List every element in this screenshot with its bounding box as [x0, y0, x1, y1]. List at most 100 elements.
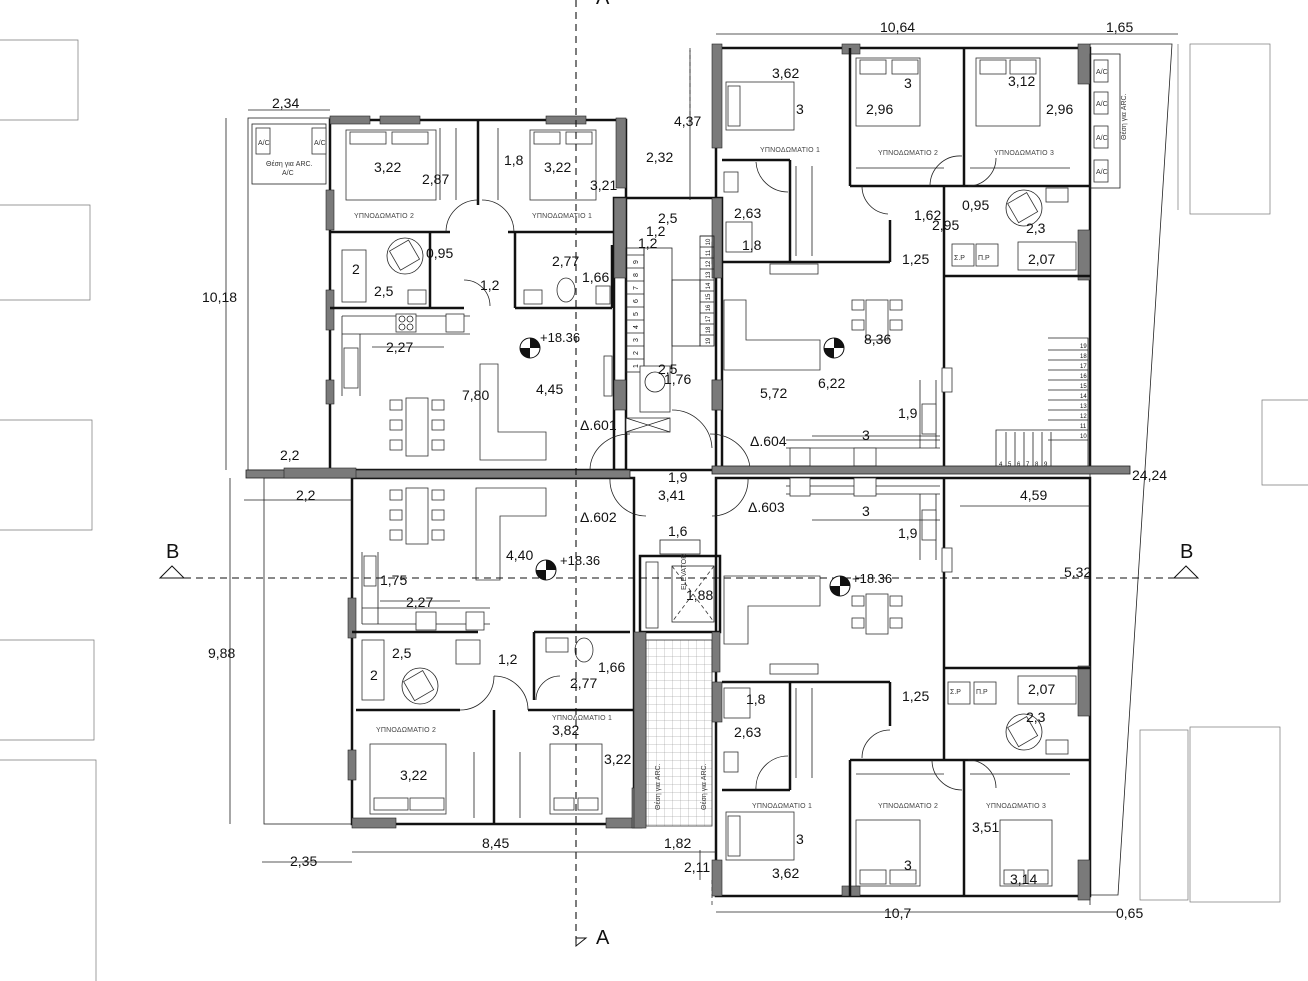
- dimension: 3: [796, 831, 804, 847]
- dimension: 1,9: [898, 405, 918, 421]
- dimension: 2,2: [296, 487, 316, 503]
- stair-step-number: 1: [633, 364, 640, 368]
- dimension: 2,5: [374, 283, 394, 299]
- dimension: 4,45: [536, 381, 563, 397]
- sr-label: Σ.Ρ: [950, 689, 961, 696]
- arc-place-label: Θέση για ARC.: [654, 763, 662, 810]
- dimension: 2,3: [1026, 709, 1046, 725]
- dimension: 2,77: [570, 675, 597, 691]
- stair-step-number: 5: [633, 312, 640, 316]
- dimension: 3,22: [604, 751, 631, 767]
- dimension: 0,95: [426, 245, 453, 261]
- dimension: 4,40: [506, 547, 533, 563]
- apartment-604: [711, 43, 1121, 472]
- stair-step-number: 11: [706, 249, 712, 256]
- dimension: 2,95: [932, 217, 959, 233]
- dimension: 4,37: [674, 113, 701, 129]
- dimension: 2,11: [684, 859, 710, 875]
- ac-label: A/C: [1096, 135, 1108, 142]
- apt-601-label: Δ.601: [580, 417, 617, 433]
- arc-place-label: Θέση για ARC.: [1120, 93, 1128, 140]
- apt-602-label: Δ.602: [580, 509, 617, 525]
- room-label: ΥΠΝΟΔΩΜΑΤΙΟ 3: [994, 150, 1054, 157]
- ac-label: A/C: [1096, 101, 1108, 108]
- dimension: 24,24: [1132, 467, 1167, 483]
- dimension: 2,87: [422, 171, 449, 187]
- stair-step-number: 19: [1080, 344, 1087, 350]
- dimension: 1,9: [898, 525, 918, 541]
- level-marker-nw: [519, 337, 541, 359]
- floor-slab-divider: [245, 469, 631, 479]
- room-label: ΥΠΝΟΔΩΜΑΤΙΟ 1: [752, 803, 812, 810]
- stair-step-number: 18: [706, 326, 712, 333]
- stair-step-number: 14: [1080, 394, 1087, 400]
- dimension: 3,22: [544, 159, 571, 175]
- section-b-right: B: [1180, 541, 1193, 563]
- stair-step-number: 10: [706, 238, 712, 245]
- dimension: 10,18: [202, 289, 237, 305]
- dimension: 3,14: [1010, 871, 1037, 887]
- dimension: 1,6: [668, 523, 688, 539]
- dimension: 2,63: [734, 205, 761, 221]
- stair-step-number: 15: [1080, 384, 1087, 390]
- dimension: 2,63: [734, 724, 761, 740]
- room-label: ΥΠΝΟΔΩΜΑΤΙΟ 1: [552, 715, 612, 722]
- dimension: 3: [862, 503, 870, 519]
- neighbour-plots: [0, 39, 1308, 981]
- stair-step-number: 17: [706, 315, 712, 322]
- floor-slab-divider-east: [711, 465, 1131, 475]
- dimension: 3,51: [972, 819, 999, 835]
- dimension: 3: [904, 857, 912, 873]
- dimension: 1,2: [498, 651, 518, 667]
- dimension: 2,35: [290, 853, 317, 869]
- dimension: 1,2: [646, 223, 666, 239]
- dimension: 2,96: [1046, 101, 1073, 117]
- dimension: 1,66: [598, 659, 625, 675]
- stair-step-number: 4: [999, 462, 1003, 468]
- dimension: 9,88: [208, 645, 235, 661]
- stair-step-number: 9: [633, 260, 640, 264]
- ac-label: A/C: [1096, 69, 1108, 76]
- dimension: 4,59: [1020, 487, 1047, 503]
- dimension: 1,62: [914, 207, 941, 223]
- level-sw: +18.36: [560, 553, 600, 568]
- room-label: ΥΠΝΟΔΩΜΑΤΙΟ 3: [986, 803, 1046, 810]
- stair-step-number: 3: [633, 338, 640, 342]
- dimension: 1,88: [686, 587, 713, 603]
- section-lines: [158, 0, 1200, 948]
- dimension: 5,32: [1064, 564, 1091, 580]
- dimension: 5,72: [760, 385, 787, 401]
- stair-step-number: 18: [1080, 354, 1087, 360]
- dimension: 3,12: [1008, 73, 1035, 89]
- dimension: 2,77: [552, 253, 579, 269]
- stair-step-number: 5: [1008, 462, 1012, 468]
- sr-label: Σ.Ρ: [954, 255, 965, 262]
- dimension: 2,3: [1026, 220, 1046, 236]
- elevator-label: ELEVATOR: [681, 554, 688, 590]
- dimension: 1,25: [902, 251, 929, 267]
- dimension-lines: [225, 33, 1178, 913]
- dimension: 1,25: [902, 688, 929, 704]
- ac-label: A/C: [282, 170, 294, 177]
- pr-label: Π.Ρ: [978, 255, 990, 262]
- dimension: 3,22: [374, 159, 401, 175]
- labels: A A B B +18.36 +18.36 +18.36 Δ.601 Δ.602…: [166, 0, 1193, 949]
- room-label: ΥΠΝΟΔΩΜΑΤΙΟ 2: [878, 803, 938, 810]
- stair-step-number: 4: [633, 325, 640, 329]
- dimension: 2,2: [280, 447, 300, 463]
- dimension: 2,96: [866, 101, 893, 117]
- dimension: 3: [862, 427, 870, 443]
- level-marker-sw: [535, 559, 557, 581]
- section-b-left: B: [166, 541, 179, 563]
- dimension: 3,82: [552, 722, 579, 738]
- stair-step-number: 16: [1080, 374, 1087, 380]
- section-a-top: A: [596, 0, 610, 9]
- dimension: 10,7: [884, 905, 911, 921]
- room-label: ΥΠΝΟΔΩΜΑΤΙΟ 1: [760, 147, 820, 154]
- stair-step-number: 17: [1080, 364, 1087, 370]
- stair-step-number: 9: [1044, 462, 1048, 468]
- stair-step-number: 13: [706, 271, 712, 278]
- dimension: 3,62: [772, 65, 799, 81]
